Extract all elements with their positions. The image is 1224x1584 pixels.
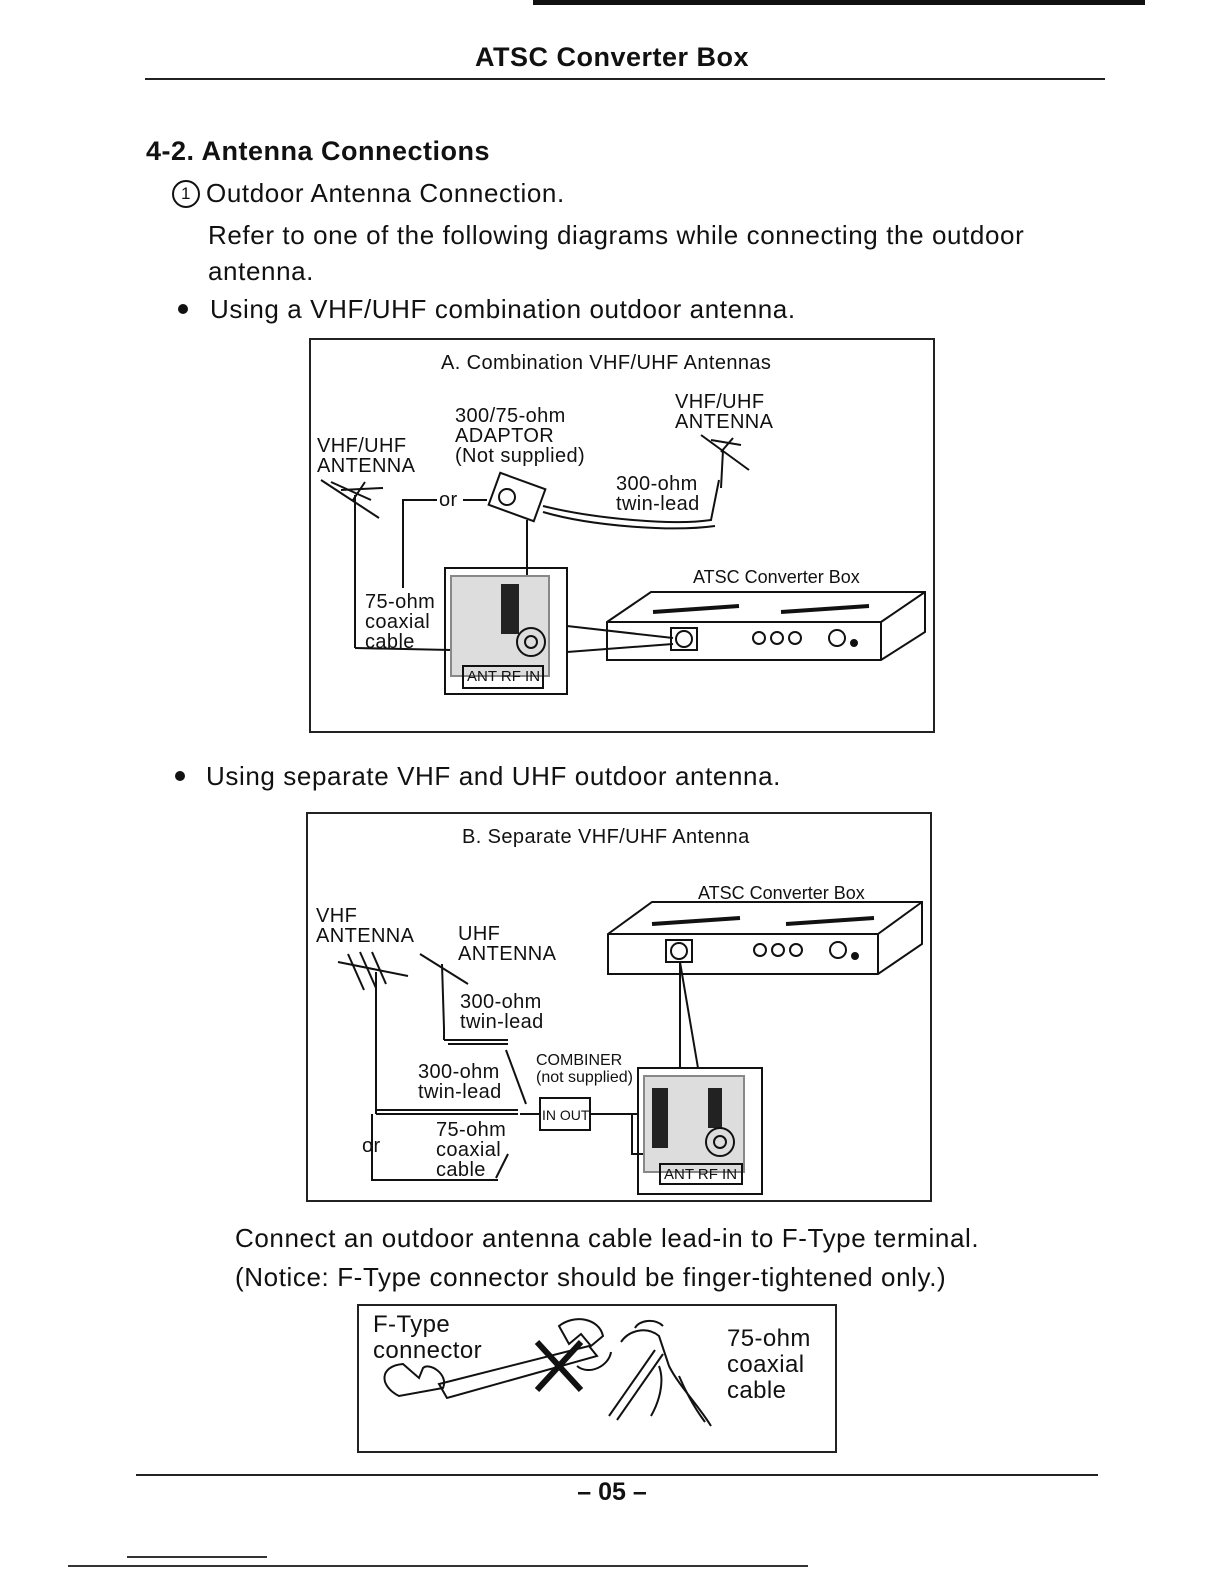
step-number: 1 [172,180,200,208]
connect-notice: (Notice: F-Type connector should be fing… [235,1262,947,1292]
diagram-a-coax-label: 75-ohm coaxial cable [365,591,436,653]
diagram-a-adaptor-label: 300/75-ohm ADAPTOR (Not supplied) [455,405,586,467]
diagram-a-right-antenna-label: VHF/UHF ANTENNA [675,391,774,433]
footer-rule [136,1474,1098,1476]
step-description-line1: Refer to one of the following diagrams w… [208,220,1025,250]
page-number: – 05 – [577,1478,647,1506]
bullet-combination-antenna: Using a VHF/UHF combination outdoor ante… [210,294,796,324]
diagram-a-title: A. Combination VHF/UHF Antennas [441,352,772,374]
diagram-b-combiner-ports: IN OUT [542,1107,590,1123]
section-title: 4-2. Antenna Connections [146,136,491,166]
step-description-line2: antenna. [208,256,315,286]
diagram-c-drawing [383,1318,712,1427]
header-rule [145,78,1105,80]
diagram-a-port-label: ANT RF IN [467,668,541,685]
diagram-a-box-label: ATSC Converter Box [693,567,860,587]
diagram-separate-antennas: B. Separate VHF/UHF Antenna ATSC Convert… [306,812,932,1202]
diagram-a-or-label: or [439,489,458,511]
diagram-b-title: B. Separate VHF/UHF Antenna [462,826,750,848]
step-title: Outdoor Antenna Connection. [206,178,565,208]
diagram-b-uhf-twin-lead-label: 300-ohm twin-lead [460,991,544,1033]
diagram-a-twin-lead-label: 300-ohm twin-lead [616,473,700,515]
page-header-title: ATSC Converter Box [474,42,750,72]
diagram-a-drawing [320,434,926,695]
diagram-b-drawing [337,901,923,1195]
bottom-scan-line [68,1565,808,1567]
diagram-b-vhf-antenna-label: VHF ANTENNA [316,905,415,947]
connect-instruction: Connect an outdoor antenna cable lead-in… [235,1223,980,1253]
bottom-scan-line [127,1556,267,1558]
diagram-b-port-label: ANT RF IN [664,1166,738,1183]
diagram-b-coax-label: 75-ohm coaxial cable [436,1119,507,1181]
diagram-c-coax-label: 75-ohm coaxial cable [727,1325,811,1404]
bullet-dot [175,771,185,781]
diagram-combination-antennas: A. Combination VHF/UHF Antennas VHF/UHF … [309,338,935,733]
diagram-b-or-label: or [362,1135,381,1157]
diagram-b-box-label: ATSC Converter Box [698,883,865,903]
diagram-a-left-antenna-label: VHF/UHF ANTENNA [317,435,416,477]
bullet-dot [178,304,188,314]
diagram-b-combiner-label: COMBINER (not supplied) [536,1052,633,1086]
diagram-c-f-type-label: F-Type connector [373,1311,482,1364]
top-border-bar [533,0,1145,5]
diagram-b-uhf-antenna-label: UHF ANTENNA [458,923,557,965]
diagram-b-vhf-twin-lead-label: 300-ohm twin-lead [418,1061,502,1103]
bullet-separate-antenna: Using separate VHF and UHF outdoor anten… [206,761,781,791]
diagram-f-type-connector: F-Type connector 75-ohm coaxial cable [357,1304,837,1453]
